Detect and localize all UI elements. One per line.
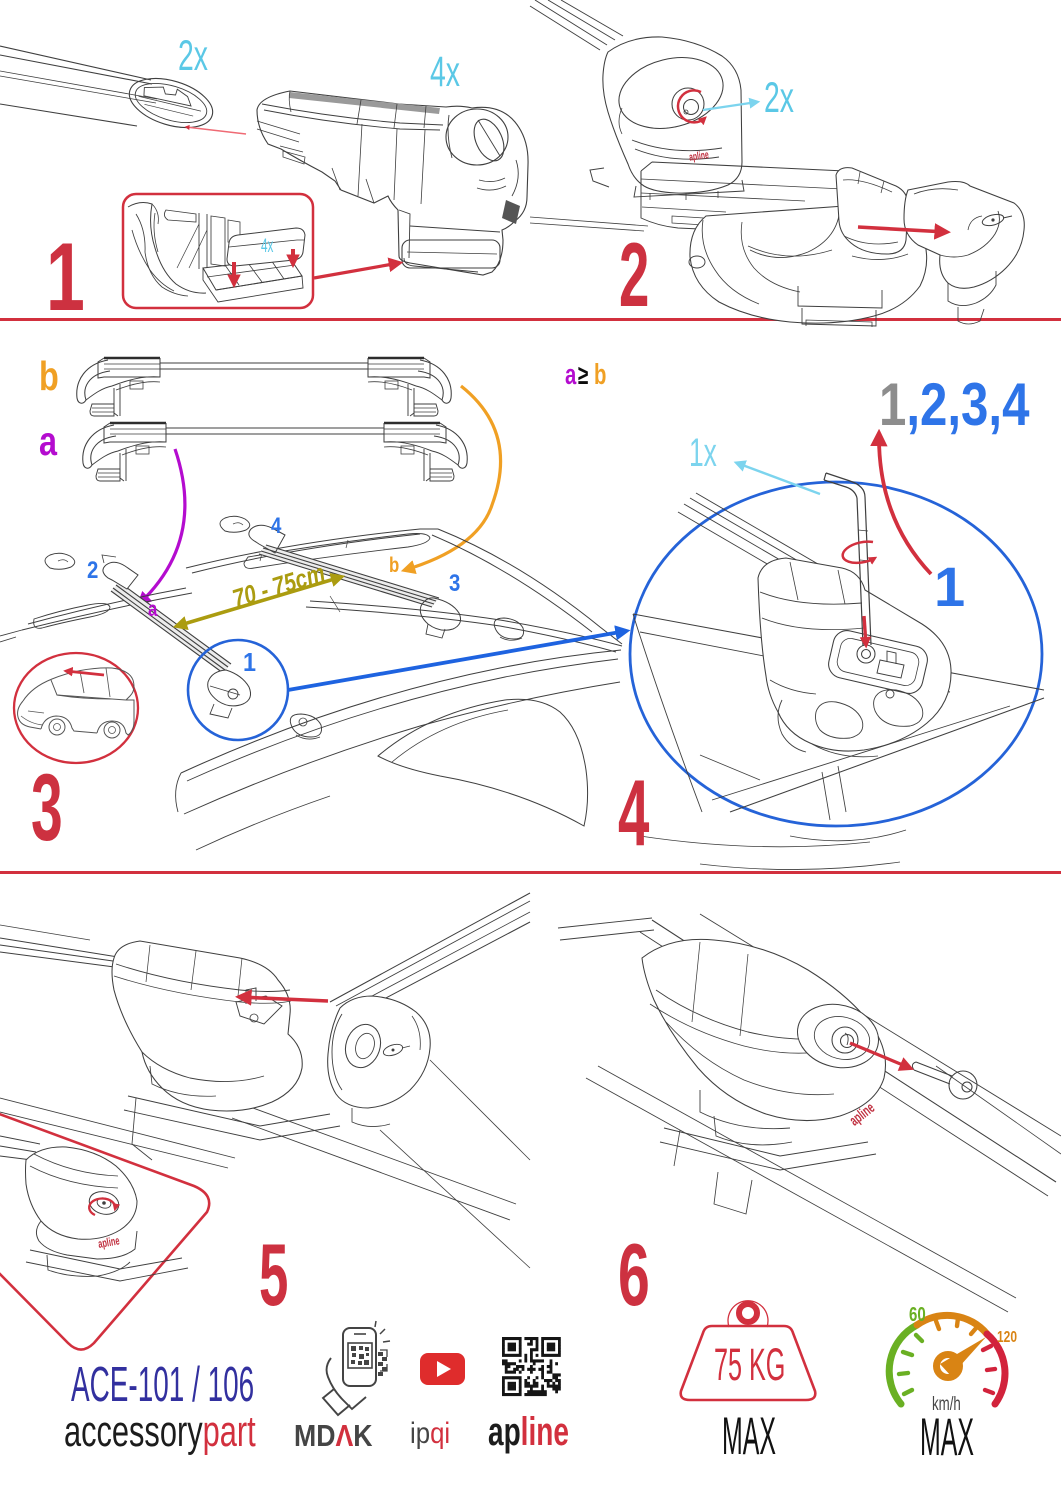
svg-text:km/h: km/h	[932, 1394, 961, 1415]
svg-text:2x: 2x	[178, 31, 208, 79]
svg-text:ipqi: ipqi	[410, 1416, 450, 1449]
svg-text:1,2,3,4: 1,2,3,4	[879, 370, 1030, 438]
svg-text:1: 1	[934, 555, 965, 618]
svg-text:4: 4	[618, 761, 649, 865]
svg-text:apline: apline	[488, 1410, 569, 1454]
svg-text:a: a	[39, 418, 57, 463]
svg-text:MAX: MAX	[722, 1407, 776, 1466]
svg-text:2: 2	[619, 224, 649, 326]
svg-text:MDΛK: MDΛK	[294, 1419, 373, 1453]
svg-text:4x: 4x	[430, 47, 460, 95]
svg-text:1: 1	[46, 222, 85, 331]
svg-text:4x: 4x	[261, 236, 274, 256]
svg-text:1: 1	[243, 649, 256, 677]
svg-text:ACE-101 / 106: ACE-101 / 106	[71, 1358, 254, 1412]
svg-text:1x: 1x	[689, 431, 717, 476]
svg-text:apline: apline	[97, 1235, 121, 1252]
svg-text:a: a	[148, 598, 158, 621]
svg-text:60: 60	[909, 1303, 926, 1326]
svg-text:3: 3	[449, 569, 460, 596]
svg-text:120: 120	[997, 1327, 1017, 1345]
svg-text:2: 2	[87, 556, 98, 583]
svg-text:accessorypart: accessorypart	[64, 1408, 256, 1457]
svg-text:b: b	[39, 353, 59, 398]
svg-text:70 - 75cm: 70 - 75cm	[229, 558, 328, 613]
svg-text:75 KG: 75 KG	[714, 1339, 785, 1390]
svg-text:b: b	[594, 359, 606, 391]
svg-text:5: 5	[259, 1226, 288, 1324]
svg-text:3: 3	[31, 754, 63, 861]
svg-text:b: b	[389, 554, 399, 577]
svg-text:MAX: MAX	[920, 1408, 974, 1467]
svg-text:≥: ≥	[578, 360, 589, 390]
svg-text:2x: 2x	[764, 73, 794, 121]
svg-text:6: 6	[618, 1226, 650, 1324]
svg-text:a: a	[565, 359, 577, 391]
svg-text:4: 4	[271, 515, 282, 539]
svg-text:apline: apline	[688, 149, 709, 164]
